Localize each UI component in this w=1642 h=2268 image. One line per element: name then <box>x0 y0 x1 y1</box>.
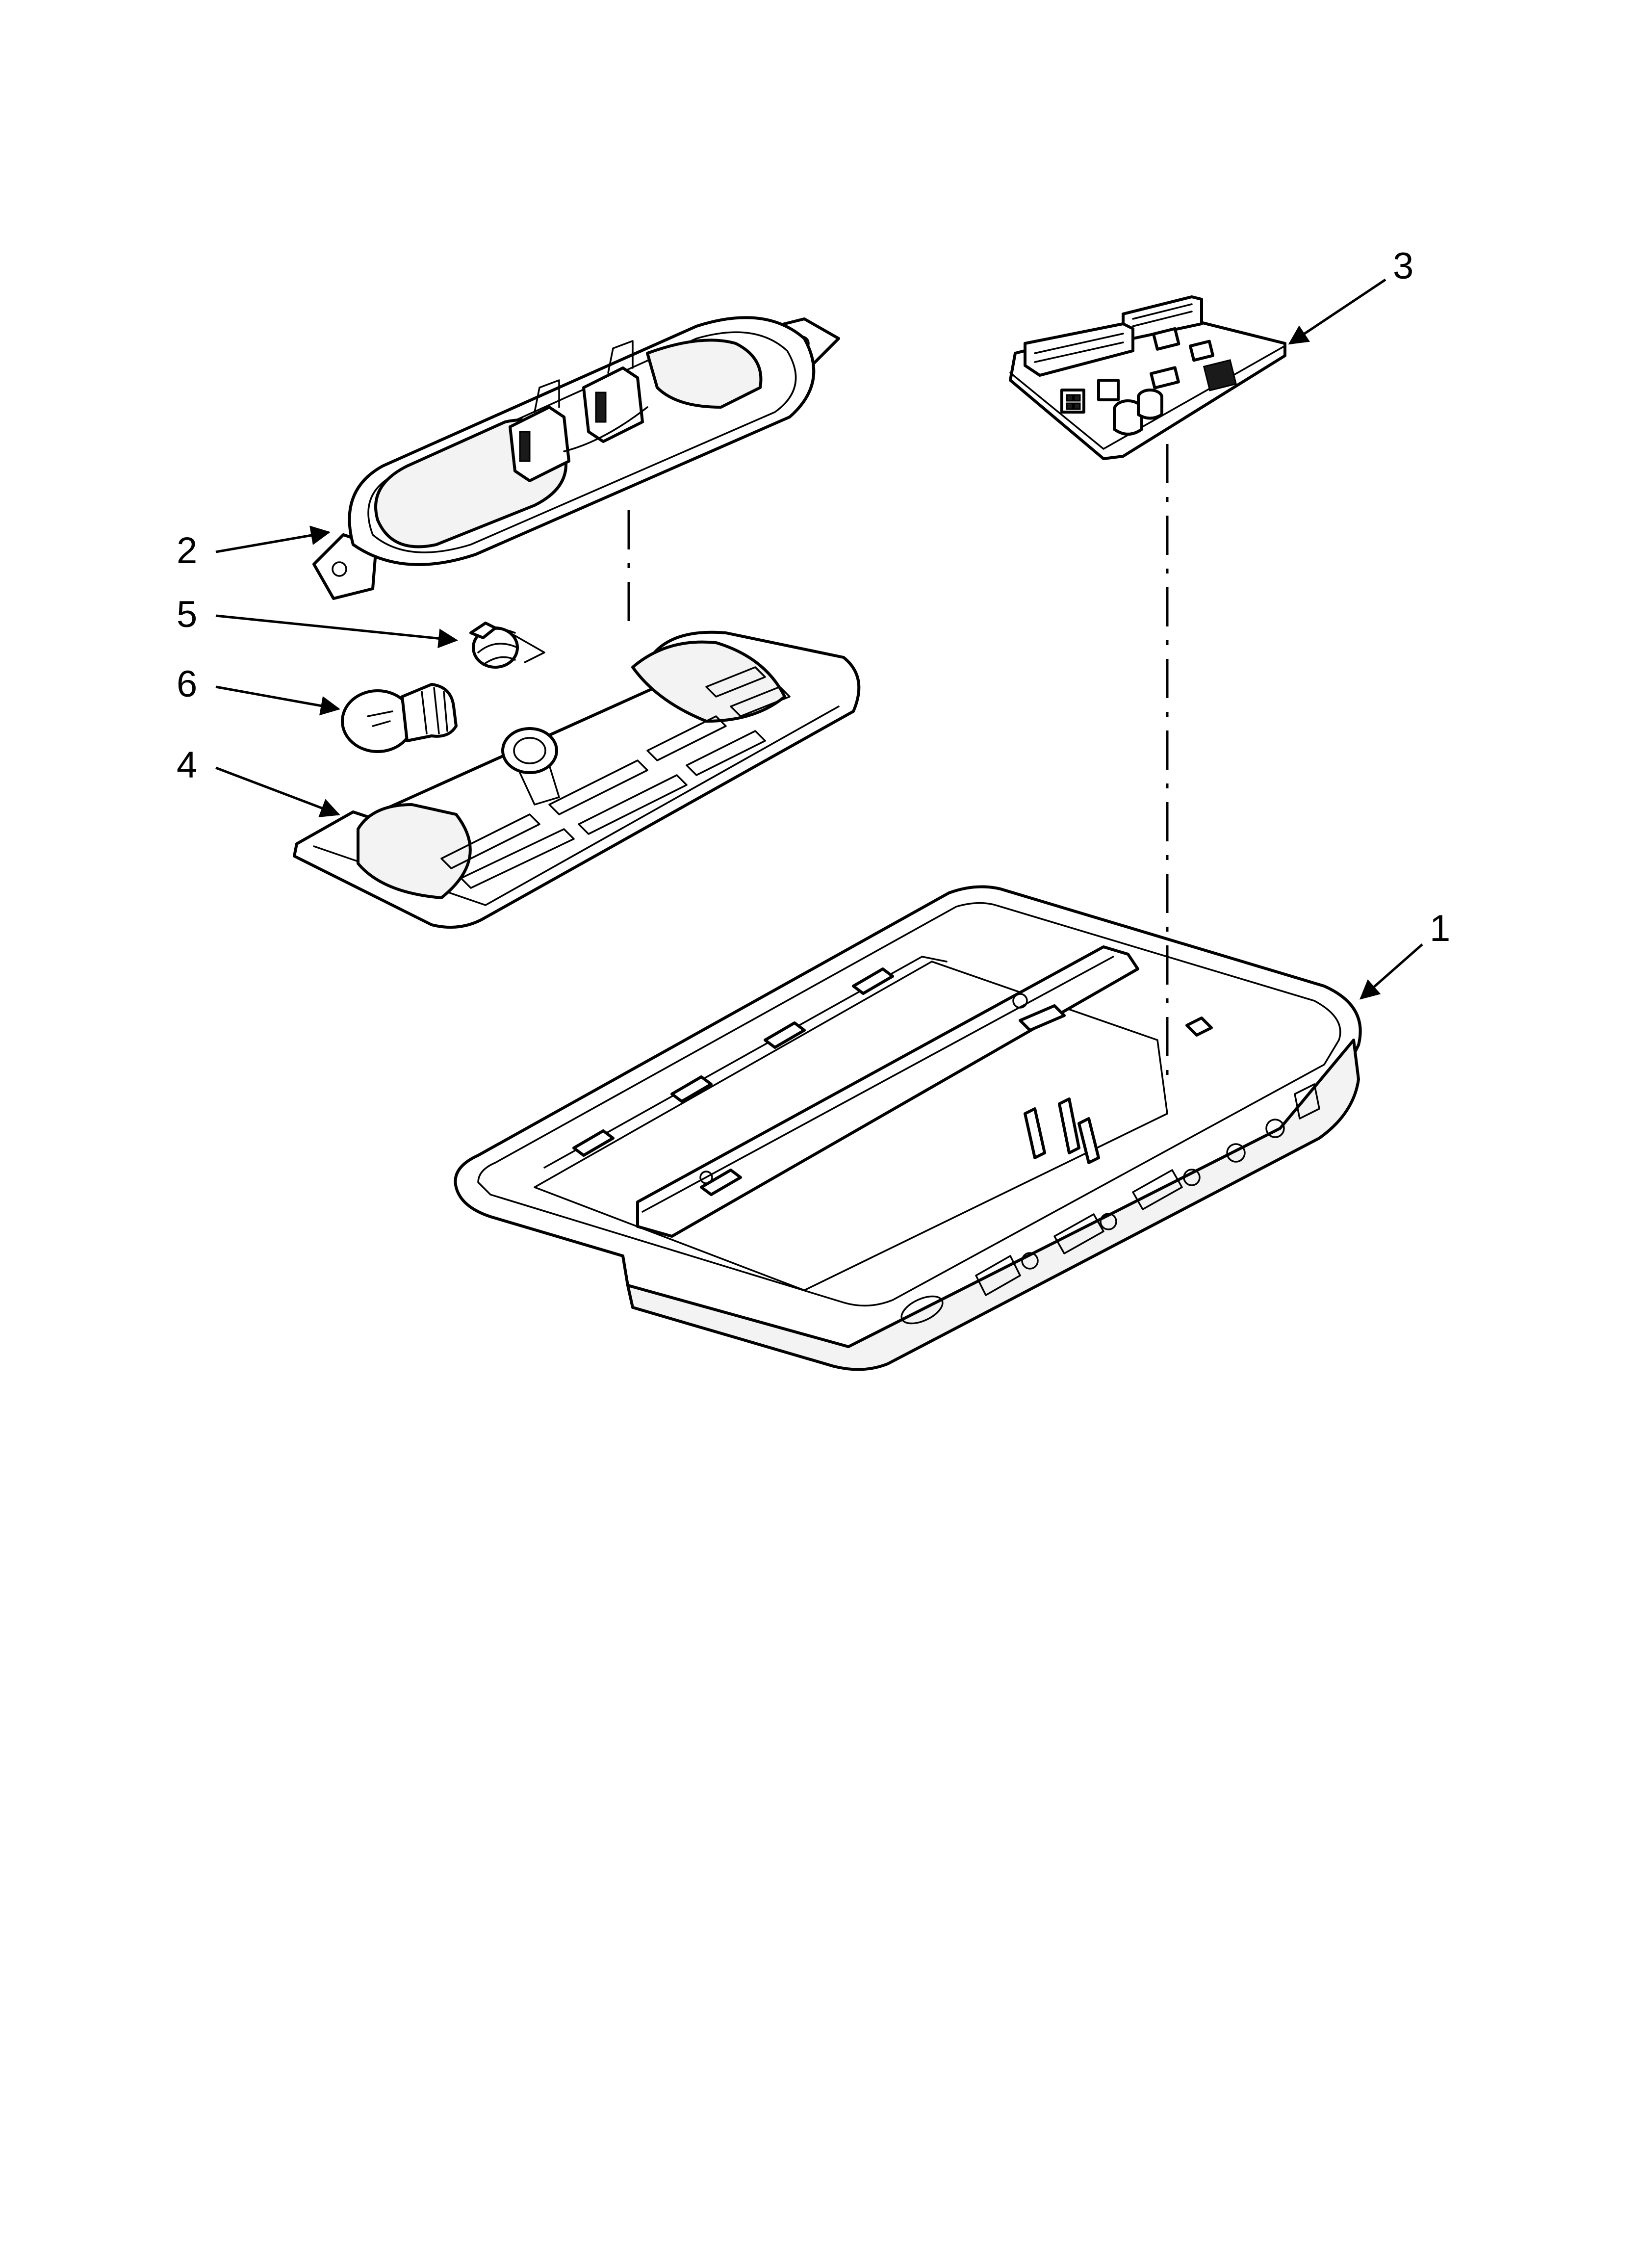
leader-lines <box>215 278 1423 1000</box>
leader-line-3 <box>1288 278 1386 345</box>
callout-1: 1 <box>1430 908 1450 949</box>
part-lamp-socket <box>469 622 545 669</box>
callout-2: 2 <box>177 530 197 572</box>
callout-6: 6 <box>177 663 197 705</box>
leader-line-6 <box>215 685 340 716</box>
callout-5: 5 <box>177 594 197 635</box>
assembly-centerlines <box>627 444 1169 1079</box>
leader-line-5 <box>215 614 458 649</box>
leader-line-1 <box>1359 943 1423 1000</box>
part-light-bulb <box>341 683 458 753</box>
part-lamp-housing <box>312 316 840 600</box>
leader-line-4 <box>215 766 340 817</box>
part-control-board <box>1009 295 1286 460</box>
callout-labels: 2 5 6 4 3 1 <box>177 245 1450 949</box>
leader-line-2 <box>215 525 331 553</box>
callout-4: 4 <box>177 744 197 786</box>
callout-3: 3 <box>1393 245 1413 287</box>
part-lamp-lens-tray <box>293 630 861 929</box>
part-main-housing-tray <box>454 885 1362 1371</box>
